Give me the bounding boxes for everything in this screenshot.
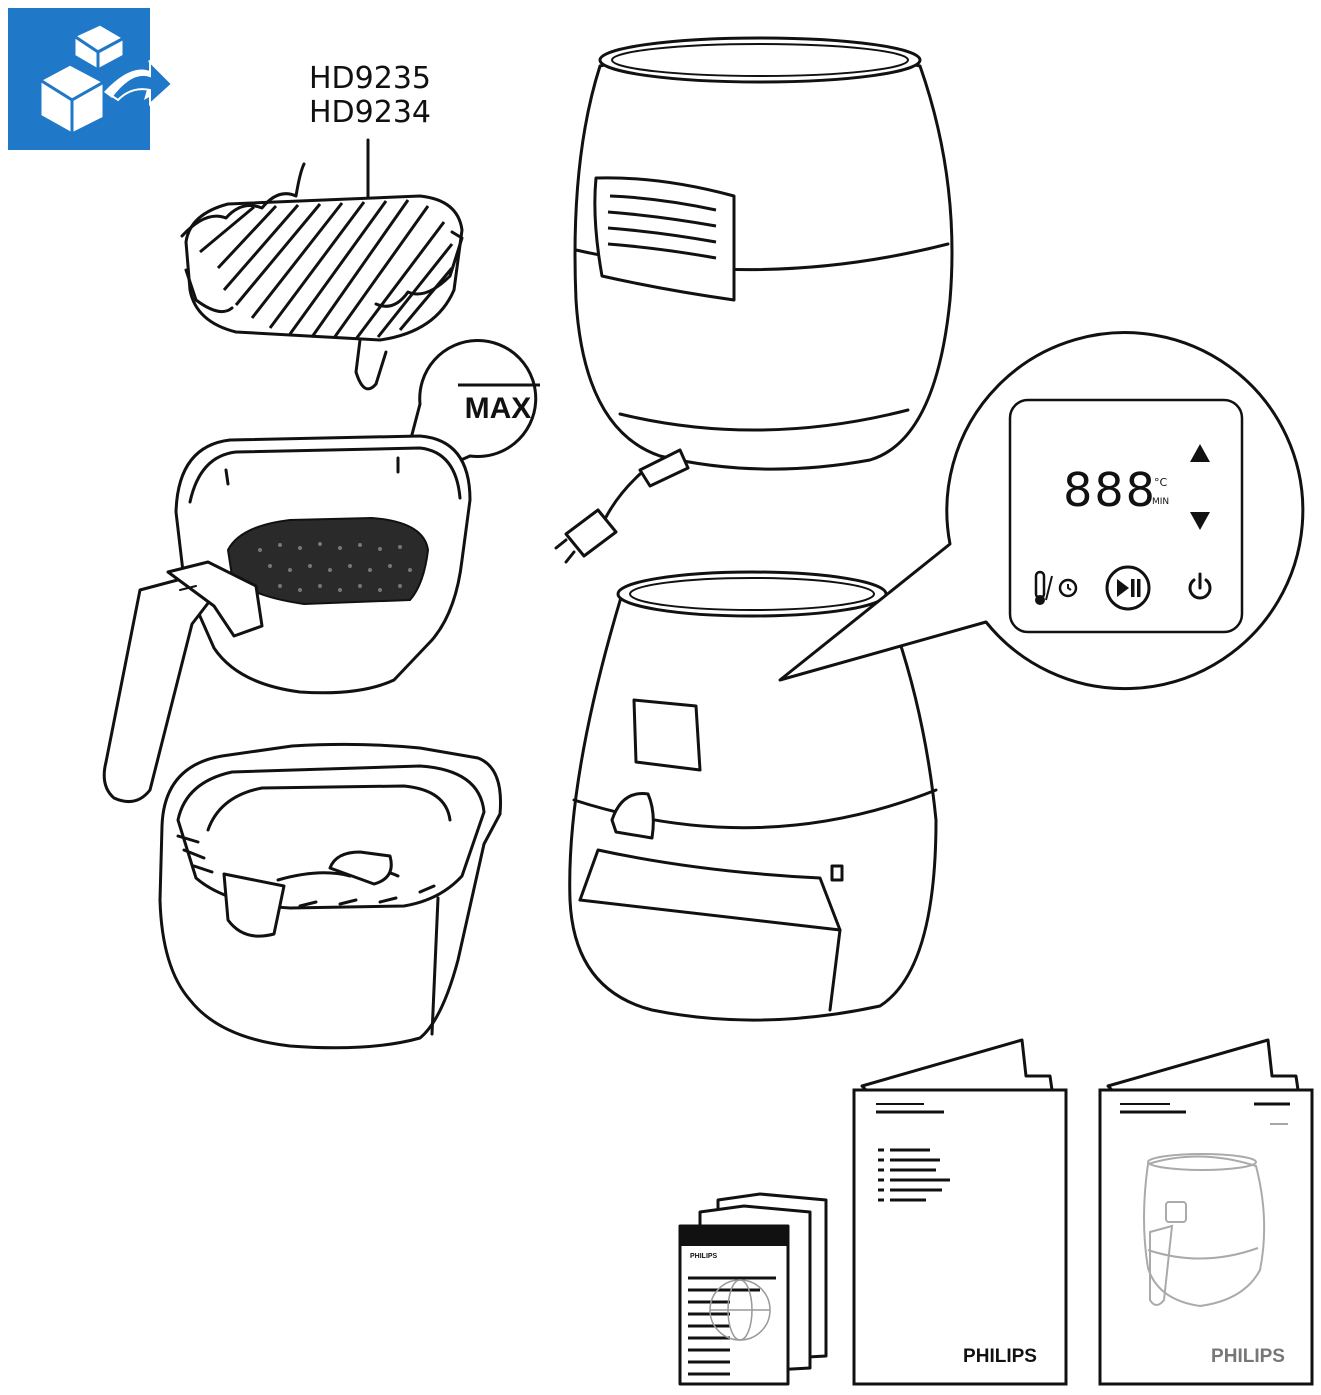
power-icon[interactable] bbox=[1188, 572, 1212, 600]
manual-brand: PHILIPS bbox=[963, 1346, 1037, 1367]
user-manual: PHILIPS bbox=[852, 1038, 1068, 1386]
unbox-icon bbox=[8, 8, 180, 150]
temp-timer-icon[interactable] bbox=[1034, 570, 1078, 605]
leaflet-brand: PHILIPS bbox=[690, 1253, 718, 1260]
recipe-brand: PHILIPS bbox=[1211, 1346, 1285, 1367]
leaflet-stack: PHILIPS bbox=[678, 1192, 828, 1386]
model-label-2: HD9234 bbox=[309, 95, 431, 130]
display-unit-temp: °C bbox=[1154, 476, 1168, 489]
up-arrow-icon[interactable] bbox=[1190, 444, 1210, 462]
model-label-1: HD9235 bbox=[309, 61, 431, 96]
frying-pan bbox=[158, 742, 503, 1050]
control-panel-callout: 888 °C MIN bbox=[778, 331, 1305, 691]
recipe-booklet: PHILIPS bbox=[1098, 1038, 1314, 1386]
airfryer-body bbox=[554, 36, 954, 564]
max-label: MAX bbox=[465, 392, 532, 425]
grill-rack bbox=[180, 162, 464, 391]
display-digits: 888 bbox=[1063, 463, 1157, 517]
frying-basket bbox=[102, 434, 472, 804]
down-arrow-icon[interactable] bbox=[1190, 512, 1210, 530]
display-unit-time: MIN bbox=[1152, 497, 1169, 507]
control-panel bbox=[1008, 398, 1244, 634]
start-pause-icon[interactable] bbox=[1105, 565, 1151, 611]
airfryer-with-pan bbox=[568, 570, 938, 1022]
